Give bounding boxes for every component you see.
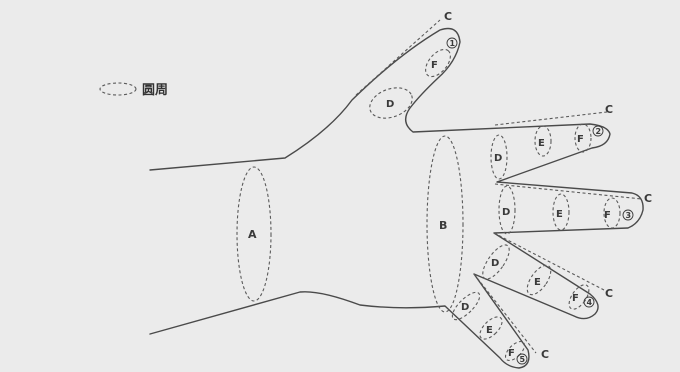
svg-text:4: 4: [587, 298, 593, 307]
label-f-thumb: F: [431, 60, 438, 71]
thumb-circumference-d: [369, 87, 413, 119]
hand-outline: [149, 27, 644, 369]
finger5-circumference-e: [479, 316, 503, 340]
finger3-circumference-e: [552, 193, 570, 231]
finger-number-1: 1: [446, 37, 458, 49]
thumb-circumference-f: [425, 48, 451, 78]
legend: 圆周: [99, 82, 168, 98]
label-a: A: [248, 228, 257, 241]
finger3-circumference-f: [603, 197, 621, 229]
finger4-length-line: [493, 232, 605, 291]
finger5-circumference-d: [451, 291, 481, 321]
label-d-finger3: D: [502, 207, 510, 218]
label-c-finger3: C: [644, 192, 652, 205]
finger4-circumference-e: [526, 264, 552, 296]
finger4-circumference-d: [482, 244, 510, 280]
label-c-thumb: C: [444, 10, 452, 23]
finger2-circumference-e: [534, 125, 552, 157]
legend-dashed-ellipse-icon: [99, 82, 137, 96]
palm-circumference-b: [426, 135, 464, 313]
label-e-finger5: E: [486, 325, 493, 336]
label-e-finger3: E: [556, 209, 563, 220]
finger2-length-line: [494, 111, 608, 126]
label-c-finger5: C: [541, 348, 549, 361]
finger3-length-line: [494, 183, 643, 200]
svg-text:5: 5: [520, 355, 526, 364]
label-e-finger4: E: [534, 277, 541, 288]
label-f-finger5: F: [508, 348, 515, 359]
label-f-finger3: F: [604, 210, 611, 221]
label-d-finger4: D: [491, 258, 499, 269]
label-d-finger5: D: [461, 302, 469, 313]
finger-number-3: 3: [622, 209, 634, 221]
wrist-circumference-a: [236, 166, 272, 302]
finger2-circumference-d: [490, 134, 508, 180]
label-e-finger2: E: [538, 138, 545, 149]
finger-number-4: 4: [583, 296, 595, 308]
finger-number-5: 5: [516, 353, 528, 365]
label-d-finger2: D: [494, 153, 502, 164]
label-b: B: [439, 219, 447, 232]
svg-text:2: 2: [596, 127, 602, 136]
finger3-circumference-d: [498, 185, 516, 235]
label-f-finger4: F: [572, 293, 579, 304]
finger-number-2: 2: [592, 125, 604, 137]
finger5-length-line: [473, 273, 537, 354]
finger2-circumference-f: [574, 123, 592, 153]
label-c-finger2: C: [605, 103, 613, 116]
label-f-finger2: F: [577, 134, 584, 145]
svg-text:1: 1: [450, 39, 456, 48]
label-d-thumb: D: [386, 99, 394, 110]
finger4-circumference-f: [568, 284, 590, 310]
label-c-finger4: C: [605, 287, 613, 300]
thumb-length-line: [355, 19, 441, 96]
svg-text:3: 3: [626, 211, 632, 220]
legend-label: 圆周: [142, 83, 168, 98]
